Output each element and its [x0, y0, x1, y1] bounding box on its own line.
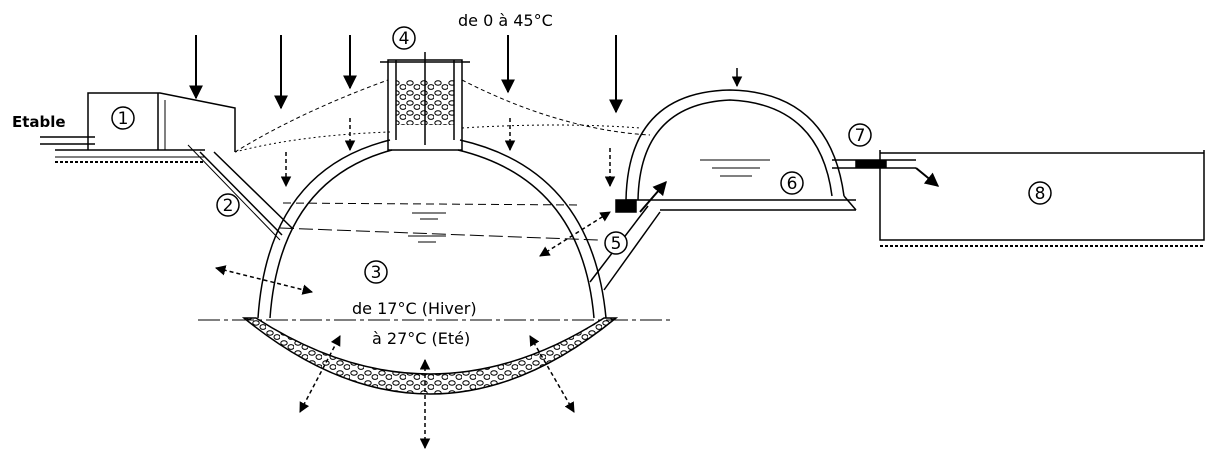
winter-temperature-label: de 17°C (Hiver)	[352, 299, 477, 318]
marker-3-label: 3	[371, 263, 382, 283]
marker-6: 6	[780, 171, 804, 195]
marker-1: 1	[111, 106, 135, 130]
marker-4-label: 4	[399, 29, 410, 49]
outlet-pipe	[589, 199, 661, 291]
summer-temperature-label: à 27°C (Eté)	[372, 329, 470, 348]
solar-arrows	[189, 35, 743, 114]
marker-8-label: 8	[1035, 184, 1046, 204]
marker-5-label: 5	[611, 234, 622, 254]
marker-8: 8	[1028, 181, 1052, 205]
stable-label: Etable	[12, 113, 66, 131]
marker-5: 5	[604, 231, 628, 255]
outlet-channel	[832, 159, 916, 169]
marker-4: 4	[392, 26, 416, 50]
marker-2-label: 2	[223, 196, 234, 216]
heat-arrows	[214, 118, 616, 450]
overflow-dome	[625, 89, 857, 211]
ground-left	[55, 149, 205, 163]
marker-7-label: 7	[855, 126, 866, 146]
compost-pit	[879, 150, 1205, 247]
top-temperature-label: de 0 à 45°C	[458, 11, 553, 30]
mixing-tank	[87, 92, 236, 152]
flow-arrows	[639, 167, 940, 213]
gas-box	[380, 52, 470, 151]
marker-6-label: 6	[787, 174, 798, 194]
slurry-levels	[279, 202, 599, 243]
marker-7: 7	[848, 123, 872, 147]
marker-2: 2	[216, 193, 240, 217]
marker-3: 3	[364, 260, 388, 284]
marker-1-label: 1	[118, 109, 129, 129]
inlet-pipe	[187, 144, 293, 241]
stable-inlet-pipe	[40, 136, 95, 145]
soil-cover	[234, 79, 651, 153]
